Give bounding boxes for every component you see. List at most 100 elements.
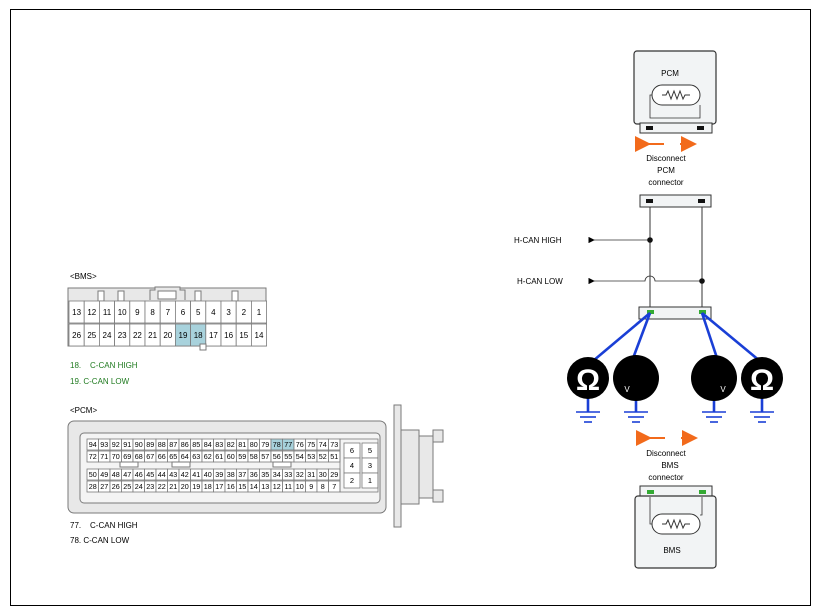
junction-dot xyxy=(647,237,653,243)
pin-number: 73 xyxy=(330,440,338,449)
pin-number: 48 xyxy=(112,470,120,479)
pin-number: 87 xyxy=(169,440,177,449)
disconnect-bms-line1: Disconnect xyxy=(646,449,686,458)
label-h-can-high: H-CAN HIGH xyxy=(514,236,562,245)
ground-icon xyxy=(576,411,600,423)
pin-number: 20 xyxy=(163,331,172,340)
pin-number: 17 xyxy=(209,331,218,340)
pin-number: 25 xyxy=(123,482,131,491)
pin-number: 16 xyxy=(224,331,233,340)
circuit-diagram: PCM Disconnect PCM connector H-CAN HIGH … xyxy=(514,50,783,569)
bms-connector-key xyxy=(97,290,105,302)
pin-number: 41 xyxy=(192,470,200,479)
pin-number: 47 xyxy=(123,470,131,479)
pin-number: 91 xyxy=(123,440,131,449)
pin-number: 43 xyxy=(169,470,177,479)
pin-number: 2 xyxy=(350,476,354,485)
pin-number: 83 xyxy=(215,440,223,449)
pcm-module: PCM xyxy=(633,50,717,134)
pin-number: 9 xyxy=(309,482,313,491)
pin-number: 94 xyxy=(89,440,97,449)
pin-number: 86 xyxy=(181,440,189,449)
pin-number: 16 xyxy=(227,482,235,491)
ohmmeter-icon: Ω xyxy=(741,357,783,399)
label-h-can-low: H-CAN LOW xyxy=(517,277,563,286)
pin-number: 82 xyxy=(227,440,235,449)
probe-lead xyxy=(586,312,651,367)
bms-connector-key xyxy=(194,290,202,302)
pin-number: 5 xyxy=(196,308,201,317)
pin-number: 19 xyxy=(179,331,188,340)
pin-number: 14 xyxy=(250,482,258,491)
pin-number: 40 xyxy=(204,470,212,479)
pin-number: 46 xyxy=(135,470,143,479)
harness-connector-lower-pin xyxy=(647,310,654,314)
outer-frame xyxy=(10,9,811,606)
pin-number: 11 xyxy=(103,308,112,317)
pin-number: 35 xyxy=(261,470,269,479)
pin-number: 49 xyxy=(100,470,108,479)
line-h-can-low xyxy=(588,275,702,285)
pin-number: 15 xyxy=(238,482,246,491)
harness-connector-upper xyxy=(639,194,712,208)
pcm-pin-note-low: 78. C-CAN LOW xyxy=(70,536,130,545)
pin-number: 52 xyxy=(319,452,327,461)
pin-number: 69 xyxy=(123,452,131,461)
pin-number: 93 xyxy=(100,440,108,449)
pin-number: 4 xyxy=(350,461,354,470)
pin-number: 84 xyxy=(204,440,212,449)
ground-icon xyxy=(702,411,726,423)
pin-number: 74 xyxy=(319,440,327,449)
pin-number: 3 xyxy=(368,461,372,470)
bms-internal-wire xyxy=(649,497,703,525)
bms-connector-key xyxy=(117,290,125,302)
disconnect-pcm-line2: PCM xyxy=(657,166,675,175)
pin-number: 36 xyxy=(250,470,258,479)
pin-number: 6 xyxy=(181,308,186,317)
harness-connector-lower xyxy=(638,306,712,320)
pin-number: 75 xyxy=(307,440,315,449)
pin-number: 19 xyxy=(192,482,200,491)
pcm-connector-lever-tip xyxy=(418,435,434,499)
pin-number: 10 xyxy=(296,482,304,491)
pin-number: 60 xyxy=(227,452,235,461)
pcm-small-block-frame xyxy=(339,438,379,493)
probe-lead xyxy=(630,312,652,362)
pin-number: 31 xyxy=(307,470,315,479)
voltmeter-icon: V xyxy=(613,355,659,401)
pin-number: 56 xyxy=(273,452,281,461)
pin-number: 18 xyxy=(204,482,212,491)
probe-lead xyxy=(700,312,720,362)
disconnect-pcm-line3: connector xyxy=(648,178,683,187)
disconnect-bms-line3: connector xyxy=(648,473,683,482)
pin-number: 21 xyxy=(169,482,177,491)
pcm-connector-lever-knob xyxy=(432,489,444,503)
pin-number: 67 xyxy=(146,452,154,461)
ground-icon xyxy=(624,411,648,423)
pin-number: 34 xyxy=(273,470,281,479)
pin-number: 10 xyxy=(118,308,127,317)
bms-module-pin xyxy=(699,490,706,494)
pin-number: 29 xyxy=(330,470,338,479)
pin-number: 62 xyxy=(204,452,212,461)
svg-text:Ω: Ω xyxy=(576,364,600,397)
pin-number: 1 xyxy=(368,476,372,485)
pin-number: 22 xyxy=(158,482,166,491)
pin-number: 2 xyxy=(242,308,247,317)
pcm-module-pin xyxy=(697,126,704,130)
pin-number: 12 xyxy=(87,308,96,317)
pin-number: 8 xyxy=(321,482,325,491)
pcm-pin-note-high: 77. C-CAN HIGH xyxy=(70,521,138,530)
pin-number: 12 xyxy=(273,482,281,491)
pin-number: 1 xyxy=(257,308,262,317)
pin-number: 7 xyxy=(166,308,171,317)
pin-number: 28 xyxy=(89,482,97,491)
harness-connector-upper-pin xyxy=(646,199,653,203)
pin-number: 76 xyxy=(296,440,304,449)
pin-number: 53 xyxy=(307,452,315,461)
bms-connector-key xyxy=(231,290,239,302)
pin-number: 71 xyxy=(100,452,108,461)
pin-number: 90 xyxy=(135,440,143,449)
